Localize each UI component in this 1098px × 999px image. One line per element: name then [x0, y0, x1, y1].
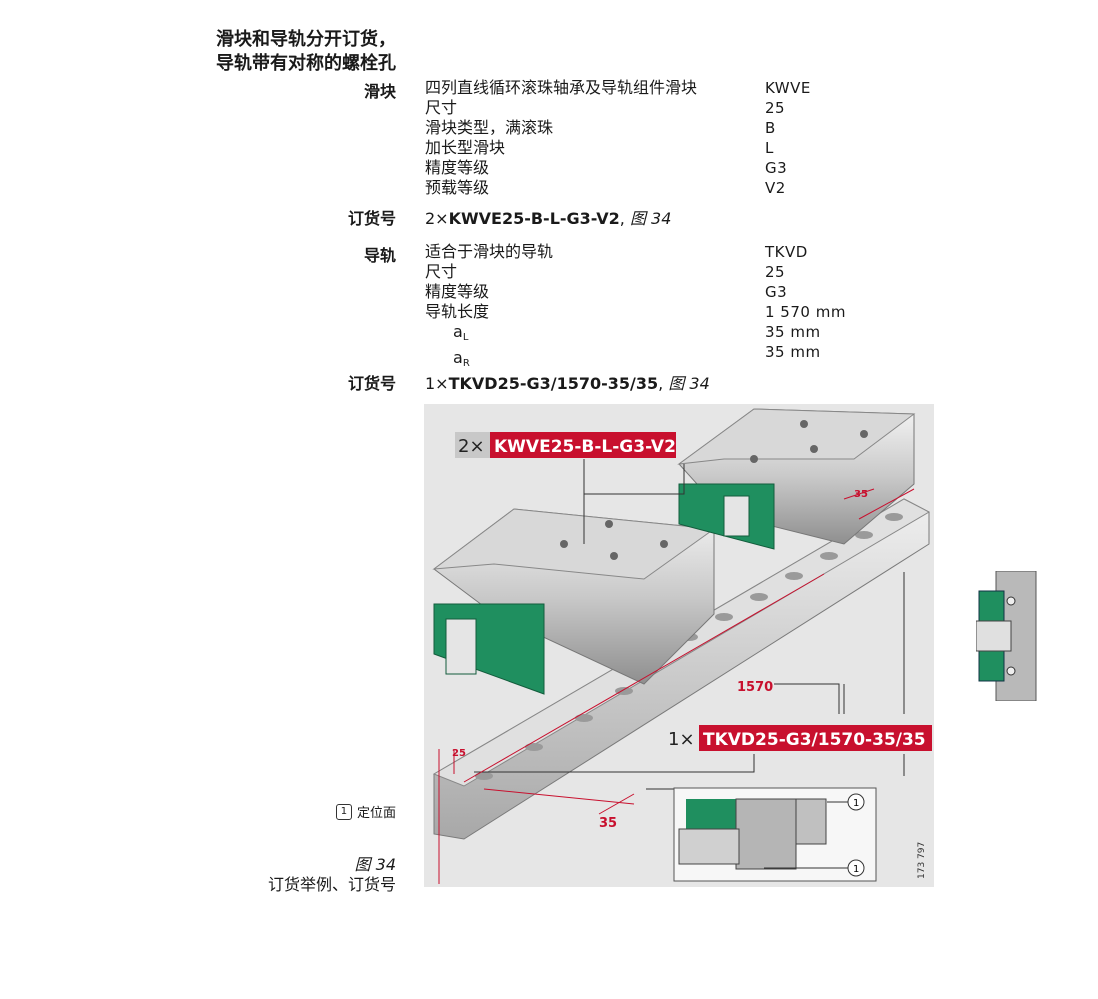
carriage-order-label: 订货号 [347, 209, 396, 228]
carriage-desc: 预载等级 [425, 178, 490, 197]
rail-desc: 精度等级 [425, 282, 490, 301]
figure-drawing: 1570 25 35 35 2× KWVE25-B-L-G3-V2 1× TKV… [432, 408, 932, 884]
cross-section-thumbnail-icon [975, 570, 1039, 702]
callout-1-bottom: 1 [853, 864, 859, 875]
svg-text:KWVE25-B-L-G3-V2: KWVE25-B-L-G3-V2 [494, 437, 676, 457]
rail-value-list: TKVD 25 G3 1 570 mm 35 mm 35 mm [765, 242, 846, 362]
carriage-front-drawing [432, 508, 716, 695]
dim-length: 1570 [737, 680, 773, 695]
dim-35-bottom: 35 [599, 816, 617, 831]
carriage-desc: 四列直线循环滚珠轴承及导轨组件滑块 [425, 78, 698, 97]
carriage-value: V2 [765, 179, 786, 197]
figure-ref: 图 34 [629, 209, 672, 228]
rail-value: 35 mm [765, 343, 821, 361]
carriage-desc: 尺寸 [425, 98, 458, 117]
carriage-value: KWVE [765, 79, 811, 97]
rail-desc: 尺寸 [425, 262, 458, 281]
figure-ref: 图 34 [668, 374, 710, 393]
inset-detail: 1 1 [673, 787, 877, 882]
dim-left: 25 [452, 748, 466, 759]
carriage-desc: 精度等级 [425, 158, 490, 177]
figure-caption-title: 订货举例、订货号 [267, 875, 396, 894]
figure-caption-number: 图 34 [354, 855, 396, 874]
rail-value: G3 [765, 283, 788, 301]
order-code: TKVD25-G3/1570-35/35 [448, 374, 659, 393]
rail-value: 35 mm [765, 323, 821, 341]
carriage-value: 25 [765, 99, 786, 117]
svg-text:TKVD25-G3/1570-35/35: TKVD25-G3/1570-35/35 [703, 730, 926, 750]
rail-desc: 导轨长度 [425, 302, 490, 321]
legend-locating-face: 1 定位面 [335, 802, 396, 821]
carriage-order-number: 2×KWVE25-B-L-G3-V2, 图 34 [425, 209, 672, 228]
order-code: KWVE25-B-L-G3-V2 [448, 209, 620, 228]
svg-text:1×: 1× [668, 729, 695, 750]
carriage-desc: 滑块类型，满滚珠 [425, 118, 554, 137]
svg-text:2×: 2× [458, 436, 485, 457]
dim-35-top: 35 [854, 489, 868, 500]
carriage-value-list: KWVE 25 B L G3 V2 [765, 78, 811, 198]
heading-line-1: 滑块和导轨分开订货， [216, 29, 396, 50]
carriage-desc-list: 四列直线循环滚珠轴承及导轨组件滑块 尺寸 滑块类型，满滚珠 加长型滑块 精度等级… [425, 78, 697, 198]
tag-rail: 1× TKVD25-G3/1570-35/35 [664, 725, 932, 751]
carriage-value: L [765, 139, 774, 157]
carriage-desc: 加长型滑块 [425, 138, 506, 157]
rail-value: 25 [765, 263, 786, 281]
rail-desc-aL: aL [453, 322, 469, 343]
carriage-label: 滑块 [363, 82, 396, 101]
rail-order-label: 订货号 [347, 374, 396, 393]
carriage-back-drawing [677, 408, 916, 550]
callout-1-top: 1 [853, 798, 859, 809]
rail-value: 1 570 mm [765, 303, 846, 321]
rail-desc-list: 适合于滑块的导轨 尺寸 精度等级 导轨长度 aL aR [425, 242, 553, 374]
carriage-value: G3 [765, 159, 788, 177]
order-qty: 2× [425, 209, 449, 228]
drawing-number: 173 797 [917, 842, 927, 879]
rail-order-number: 1×TKVD25-G3/1570-35/35, 图 34 [425, 374, 710, 393]
order-qty: 1× [425, 374, 449, 393]
section-heading: 滑块和导轨分开订货， 导轨带有对称的螺栓孔 [216, 28, 396, 76]
rail-label: 导轨 [363, 246, 396, 265]
tag-carriage: 2× KWVE25-B-L-G3-V2 [455, 432, 676, 458]
heading-line-2: 导轨带有对称的螺栓孔 [216, 53, 396, 74]
rail-desc-aR: aR [453, 348, 470, 369]
callout-number: 1 [335, 803, 352, 820]
carriage-value: B [765, 119, 776, 137]
rail-desc: 适合于滑块的导轨 [425, 242, 554, 261]
rail-value: TKVD [765, 243, 808, 261]
legend-text: 定位面 [356, 806, 396, 821]
figure-34: 1570 25 35 35 2× KWVE25-B-L-G3-V2 1× TKV… [424, 404, 934, 887]
